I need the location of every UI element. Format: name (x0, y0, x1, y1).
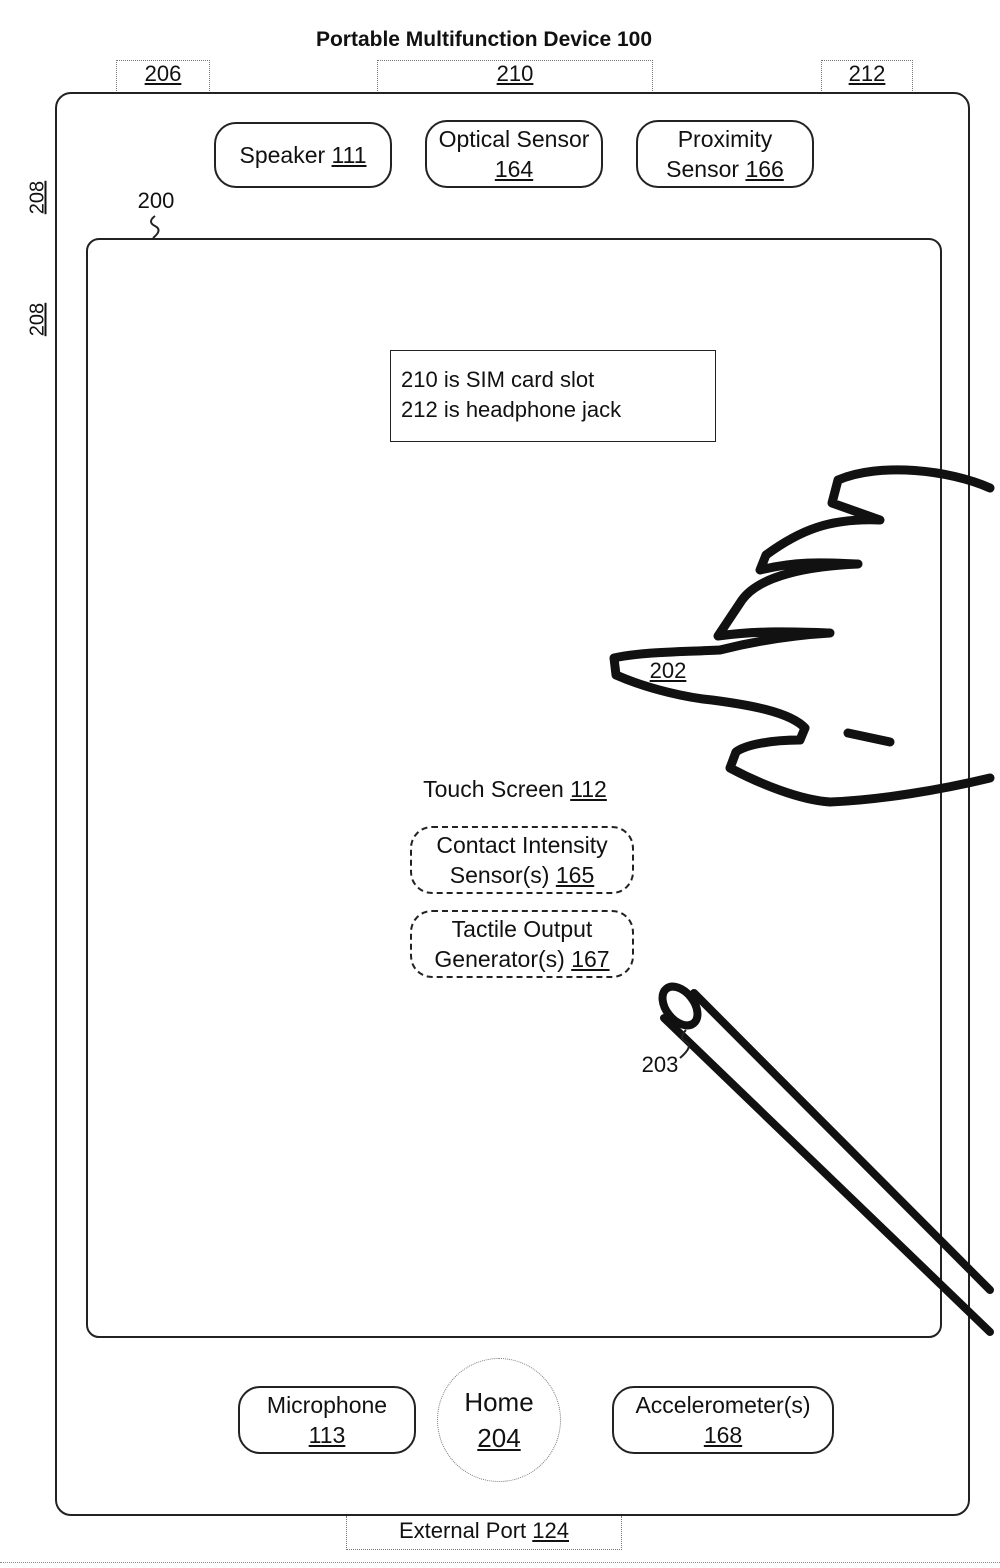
touch-screen-number: 112 (570, 776, 607, 802)
figure-title: Portable Multifunction Device 100 (315, 28, 653, 51)
speaker-number: 111 (331, 142, 367, 168)
home-button[interactable]: Home 204 (437, 1358, 561, 1482)
label-200: 200 (137, 188, 175, 213)
home-name: Home (464, 1387, 534, 1417)
leader-line-200 (150, 215, 160, 239)
hand-icon (609, 465, 995, 807)
note-line-1: 210 is SIM card slot (401, 367, 595, 392)
note-box: 210 is SIM card slot 212 is headphone ja… (390, 350, 716, 442)
tactile-name2: Generator(s) (434, 946, 565, 972)
contact-sensor-name: Contact Intensity (436, 832, 608, 858)
microphone-component: Microphone 113 (238, 1386, 416, 1454)
contact-intensity-sensor-component: Contact Intensity Sensor(s) 165 (410, 826, 634, 894)
accelerometer-component: Accelerometer(s) 168 (612, 1386, 834, 1454)
proximity-sensor-component: Proximity Sensor 166 (636, 120, 814, 188)
label-212-headphone-jack: 212 (821, 60, 913, 93)
touch-screen-name: Touch Screen (423, 776, 564, 802)
device-body (55, 92, 970, 1516)
proximity-sensor-number: 166 (745, 156, 784, 182)
label-202-finger: 202 (649, 658, 687, 683)
contact-sensor-name2: Sensor(s) (449, 862, 550, 888)
contact-sensor-number: 165 (555, 862, 595, 888)
external-port-number: 124 (532, 1518, 569, 1543)
tactile-name: Tactile Output (451, 916, 593, 942)
stylus-icon (658, 982, 994, 1336)
proximity-sensor-name2: Sensor (666, 156, 740, 182)
proximity-sensor-name: Proximity (677, 126, 773, 152)
accelerometer-number: 168 (703, 1422, 743, 1448)
note-line-2: 212 is headphone jack (401, 397, 622, 422)
touch-screen-label: Touch Screen 112 (400, 774, 630, 804)
home-number: 204 (477, 1423, 521, 1453)
bottom-divider (0, 1562, 1000, 1563)
external-port-name: External Port (398, 1518, 527, 1543)
optical-sensor-number: 164 (494, 156, 534, 182)
label-203-stylus: 203 (641, 1052, 679, 1077)
speaker-component: Speaker 111 (214, 122, 392, 188)
speaker-name: Speaker (239, 142, 326, 168)
optical-sensor-name: Optical Sensor (438, 126, 590, 152)
microphone-name: Microphone (266, 1392, 388, 1418)
tactile-number: 167 (571, 946, 610, 972)
optical-sensor-component: Optical Sensor 164 (425, 120, 603, 188)
label-206: 206 (116, 60, 210, 93)
microphone-number: 113 (308, 1422, 346, 1448)
leader-line-203 (679, 1029, 690, 1059)
external-port: External Port 124 (346, 1516, 622, 1550)
tactile-output-generator-component: Tactile Output Generator(s) 167 (410, 910, 634, 978)
label-210-sim-slot: 210 (377, 60, 653, 93)
accelerometer-name: Accelerometer(s) (635, 1392, 811, 1418)
